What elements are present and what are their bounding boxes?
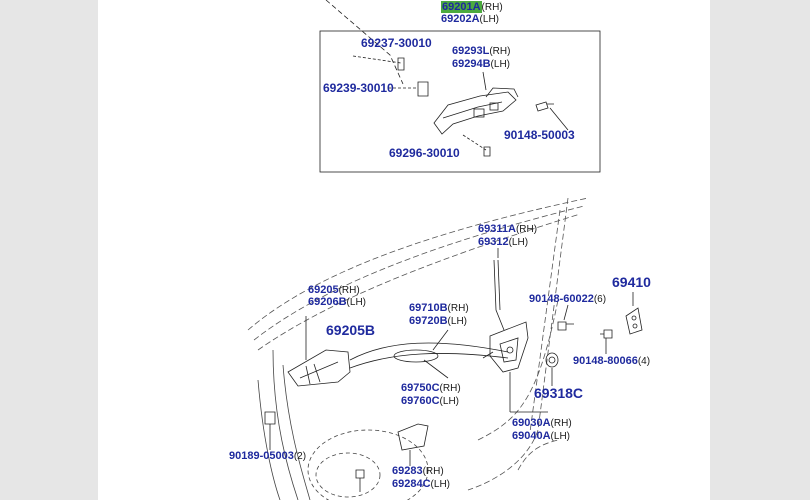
callout-code[interactable]: 69283 <box>392 465 423 477</box>
callout-69205[interactable]: 69205(RH) <box>308 285 360 296</box>
callout-suffix: (RH) <box>338 285 360 296</box>
callout-code[interactable]: 69311A <box>478 223 516 235</box>
door-lock-assembly-drawing <box>482 321 529 373</box>
callout-code[interactable]: 69312 <box>478 236 509 248</box>
callout-suffix: (LH) <box>508 237 529 248</box>
callout-69237-30010[interactable]: 69237-30010 <box>361 37 432 50</box>
callout-code[interactable]: 69202A <box>441 13 480 25</box>
callout-suffix: (LH) <box>479 14 499 25</box>
leader-line <box>325 0 404 85</box>
callout-code[interactable]: 69720B <box>409 315 448 327</box>
leader-line <box>462 134 487 151</box>
callout-69318c[interactable]: 69318C <box>534 386 583 401</box>
door-frame-drawing <box>257 349 429 500</box>
callout-69206b[interactable]: 69206B(LH) <box>308 297 366 308</box>
callout-69720b[interactable]: 69720B(LH) <box>409 316 467 327</box>
callout-69284c[interactable]: 69284C(LH) <box>392 479 450 490</box>
screw-part <box>355 469 365 479</box>
striker-drawing <box>625 307 643 335</box>
callout-code[interactable]: 69206B <box>308 296 347 308</box>
door-outline-drawing <box>247 197 589 491</box>
callout-suffix: (RH) <box>447 303 469 314</box>
callout-69202a[interactable]: 69202A(LH) <box>441 14 499 25</box>
callout-suffix: (4) <box>637 356 651 367</box>
bolt-part <box>557 321 574 331</box>
callout-90189-05003[interactable]: 90189-05003(2) <box>229 451 306 462</box>
callout-suffix: (LH) <box>430 479 450 490</box>
callout-69239-30010[interactable]: 69239-30010 <box>323 82 394 95</box>
clip-part <box>417 81 429 97</box>
leader-line <box>352 55 402 64</box>
callout-code[interactable]: 69237-30010 <box>361 36 432 50</box>
leader-line <box>549 107 569 131</box>
callout-90148-80066[interactable]: 90148-80066(4) <box>573 356 650 367</box>
leader-line <box>432 329 449 351</box>
callout-code[interactable]: 69205 <box>308 284 339 296</box>
callout-code[interactable]: 69710B <box>409 302 448 314</box>
callout-suffix: (RH) <box>489 46 511 57</box>
callout-suffix: (LH) <box>550 431 570 442</box>
callout-69201a[interactable]: 69201A(RH) <box>441 1 503 13</box>
callout-69205b[interactable]: 69205B <box>326 323 375 338</box>
inset-box <box>319 30 601 173</box>
inside-handle-drawing <box>287 349 351 387</box>
callout-code[interactable]: 69293L <box>452 45 490 57</box>
callout-code[interactable]: 69760C <box>401 395 440 407</box>
callout-code[interactable]: 69318C <box>534 385 584 401</box>
callout-69296-30010[interactable]: 69296-30010 <box>389 147 460 160</box>
callout-code[interactable]: 69410 <box>612 274 651 290</box>
callout-69040a[interactable]: 69040A(LH) <box>512 431 570 442</box>
callout-code[interactable]: 69040A <box>512 430 551 442</box>
callout-code[interactable]: 69296-30010 <box>389 146 460 160</box>
callout-69760c[interactable]: 69760C(LH) <box>401 396 459 407</box>
callout-suffix: (LH) <box>346 297 366 308</box>
callout-suffix: (RH) <box>550 418 572 429</box>
callout-code[interactable]: 69239-30010 <box>323 81 394 95</box>
callout-suffix: (RH) <box>481 2 503 13</box>
callout-69294b[interactable]: 69294B(LH) <box>452 59 510 70</box>
callout-90148-50003[interactable]: 90148-50003 <box>504 129 575 142</box>
callout-90148-60022[interactable]: 90148-60022(6) <box>529 294 606 305</box>
leader-line <box>482 71 487 91</box>
callout-69710b[interactable]: 69710B(RH) <box>409 303 469 314</box>
lock-rod-drawing <box>493 259 505 331</box>
diagram-page: 69201A(RH) 69202A(LH) 69237-30010 69293L… <box>98 0 710 500</box>
callout-suffix: (2) <box>293 451 307 462</box>
clip-part <box>397 57 405 71</box>
callout-code[interactable]: 90148-50003 <box>504 128 575 142</box>
callout-69410[interactable]: 69410 <box>612 275 651 290</box>
callout-69312[interactable]: 69312(LH) <box>478 237 528 248</box>
callout-69283[interactable]: 69283(RH) <box>392 466 444 477</box>
callout-code[interactable]: 90189-05003 <box>229 450 294 462</box>
leader-line <box>563 304 569 321</box>
callout-code[interactable]: 69750C <box>401 382 440 394</box>
callout-suffix: (RH) <box>422 466 444 477</box>
bolt-part <box>535 101 554 112</box>
callout-suffix: (LH) <box>447 316 467 327</box>
callout-suffix: (RH) <box>439 383 461 394</box>
callout-suffix: (RH) <box>515 224 538 235</box>
parts-diagram-drawing <box>247 0 643 500</box>
grommet-part <box>545 352 559 368</box>
callout-code[interactable]: 69205B <box>326 322 376 338</box>
clip-part <box>264 411 276 425</box>
callout-69293l[interactable]: 69293L(RH) <box>452 46 510 57</box>
callout-code[interactable]: 90148-80066 <box>573 355 638 367</box>
screw-part <box>483 146 491 157</box>
callout-code[interactable]: 90148-60022 <box>529 293 594 305</box>
callout-code[interactable]: 69030A <box>512 417 551 429</box>
callout-code[interactable]: 69294B <box>452 58 491 70</box>
callout-code[interactable]: 69284C <box>392 478 431 490</box>
callout-code[interactable]: 69201A <box>441 1 482 13</box>
callout-69311a[interactable]: 69311A(RH) <box>478 224 537 235</box>
callout-suffix: (6) <box>593 294 607 305</box>
inner-cover-drawing <box>397 423 429 451</box>
callout-suffix: (LH) <box>439 396 459 407</box>
callout-suffix: (LH) <box>490 59 510 70</box>
callout-69750c[interactable]: 69750C(RH) <box>401 383 461 394</box>
callout-69030a[interactable]: 69030A(RH) <box>512 418 572 429</box>
screw-part <box>600 329 613 339</box>
leader-line <box>423 359 449 379</box>
outside-handle-drawing <box>433 87 519 135</box>
